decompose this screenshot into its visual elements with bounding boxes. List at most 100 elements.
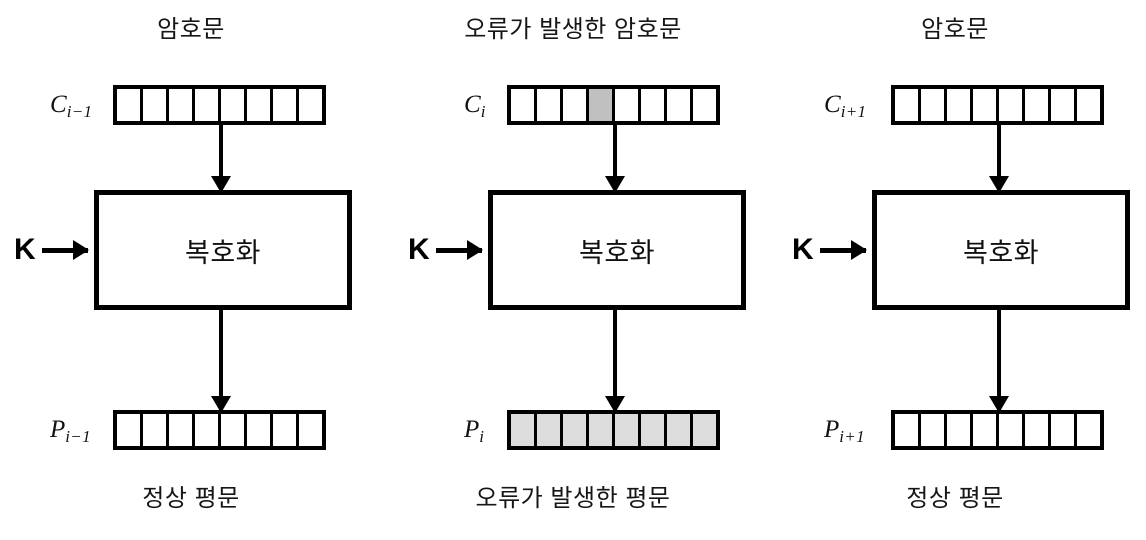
ciphertext-label-sub-prev: i−1 [66, 102, 93, 122]
plaintext-label-prev: Pi−1 [50, 417, 91, 445]
key-arrow-icon [41, 247, 88, 253]
ciphertext-cell [511, 89, 537, 121]
ciphertext-cell [1025, 89, 1051, 121]
ciphertext-label-sub-current: i [480, 102, 486, 122]
arrow-decrypt-to-plain-prev [219, 310, 223, 412]
plaintext-label-base-next: P [824, 416, 840, 443]
plaintext-cell [247, 414, 273, 446]
plaintext-block-next [891, 410, 1104, 450]
plaintext-cell-error [511, 414, 537, 446]
plaintext-label-base-prev: P [50, 416, 66, 443]
plaintext-cell [143, 414, 169, 446]
arrow-decrypt-to-plain-current [613, 310, 617, 412]
key-input-next: K [792, 232, 866, 268]
plaintext-cell-error [589, 414, 615, 446]
plaintext-cell-error [537, 414, 563, 446]
ciphertext-caption-current: 오류가 발생한 암호문 [464, 16, 682, 43]
arrow-cipher-to-decrypt-current [613, 125, 617, 192]
ciphertext-label-current: Ci [464, 92, 486, 120]
plaintext-cell [999, 414, 1025, 446]
decryption-box-label-current: 복호화 [578, 237, 656, 268]
ciphertext-cell [693, 89, 716, 121]
plaintext-cell [947, 414, 973, 446]
plaintext-cell [169, 414, 195, 446]
decryption-box-next: 복호화 [872, 190, 1130, 310]
ciphertext-cell [615, 89, 641, 121]
plaintext-label-next: Pi+1 [824, 417, 865, 445]
ciphertext-block-prev [113, 85, 326, 125]
key-arrow-icon [819, 247, 866, 253]
plaintext-label-sub-current: i [479, 427, 485, 447]
plaintext-label-sub-next: i+1 [839, 427, 865, 447]
ciphertext-label-next: Ci+1 [824, 92, 866, 120]
plaintext-cell [221, 414, 247, 446]
ciphertext-cell [247, 89, 273, 121]
ciphertext-cell [195, 89, 221, 121]
ciphertext-cell [641, 89, 667, 121]
plaintext-label-sub-prev: i−1 [65, 427, 91, 447]
plaintext-cell [973, 414, 999, 446]
plaintext-caption-next: 정상 평문 [906, 485, 1004, 512]
decryption-box-current: 복호화 [488, 190, 746, 310]
ciphertext-label-base-next: C [824, 91, 841, 118]
ciphertext-label-sub-next: i+1 [840, 102, 867, 122]
plaintext-label-current: Pi [464, 417, 484, 445]
ciphertext-label-base-current: C [464, 91, 481, 118]
arrow-decrypt-to-plain-next [997, 310, 1001, 412]
ciphertext-cell [973, 89, 999, 121]
ciphertext-cell [273, 89, 299, 121]
decryption-box-label-prev: 복호화 [184, 237, 262, 268]
key-input-current: K [408, 232, 482, 268]
diagram-column-prev: 암호문 Ci−1 K 복호화 Pi−1 [0, 0, 382, 540]
ciphertext-cell [921, 89, 947, 121]
ciphertext-cell [143, 89, 169, 121]
ciphertext-cell [947, 89, 973, 121]
ciphertext-label-base-prev: C [50, 91, 67, 118]
ciphertext-cell [1051, 89, 1077, 121]
ciphertext-cell [999, 89, 1025, 121]
plaintext-cell [895, 414, 921, 446]
ciphertext-cell [563, 89, 589, 121]
plaintext-cell [1025, 414, 1051, 446]
decryption-box-prev: 복호화 [94, 190, 352, 310]
plaintext-cell [921, 414, 947, 446]
plaintext-cell [299, 414, 322, 446]
plaintext-cell-error [615, 414, 641, 446]
plaintext-cell [117, 414, 143, 446]
plaintext-cell [1077, 414, 1100, 446]
plaintext-cell [1051, 414, 1077, 446]
plaintext-label-base-current: P [464, 416, 480, 443]
ciphertext-block-next [891, 85, 1104, 125]
ciphertext-cell [117, 89, 143, 121]
plaintext-cell-error [693, 414, 716, 446]
plaintext-caption-prev: 정상 평문 [142, 485, 240, 512]
ciphertext-caption-prev: 암호문 [157, 16, 225, 43]
plaintext-caption-current: 오류가 발생한 평문 [475, 485, 671, 512]
ciphertext-label-prev: Ci−1 [50, 92, 92, 120]
plaintext-block-prev [113, 410, 326, 450]
diagram-column-next: 암호문 Ci+1 K 복호화 Pi+1 [764, 0, 1146, 540]
ciphertext-cell-error [589, 89, 615, 121]
ciphertext-cell [1077, 89, 1100, 121]
key-label-current: K [408, 233, 430, 266]
plaintext-cell [195, 414, 221, 446]
ciphertext-cell [169, 89, 195, 121]
key-arrow-icon [435, 247, 482, 253]
plaintext-cell [273, 414, 299, 446]
ciphertext-cell [299, 89, 322, 121]
key-label-next: K [792, 233, 814, 266]
plaintext-cell-error [563, 414, 589, 446]
plaintext-cell-error [641, 414, 667, 446]
diagram-column-current: 오류가 발생한 암호문 Ci K 복호화 Pi [382, 0, 764, 540]
arrow-cipher-to-decrypt-next [997, 125, 1001, 192]
key-input-prev: K [14, 232, 88, 268]
ciphertext-block-current [507, 85, 720, 125]
ciphertext-cell [221, 89, 247, 121]
ciphertext-caption-next: 암호문 [921, 16, 989, 43]
decryption-box-label-next: 복호화 [962, 237, 1040, 268]
ciphertext-cell [667, 89, 693, 121]
plaintext-block-current [507, 410, 720, 450]
ciphertext-cell [895, 89, 921, 121]
plaintext-cell-error [667, 414, 693, 446]
